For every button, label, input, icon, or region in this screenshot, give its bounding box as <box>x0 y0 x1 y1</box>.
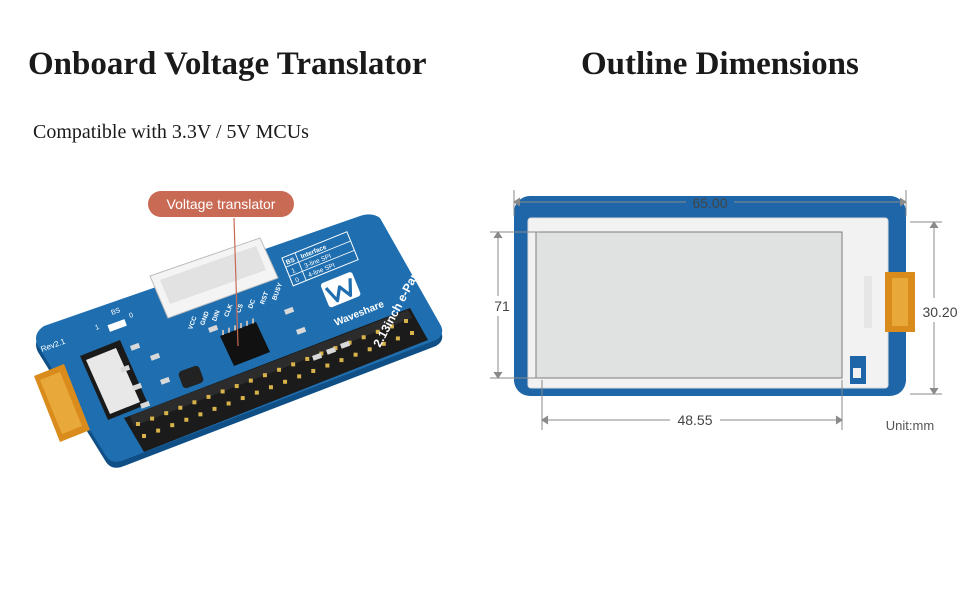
header-pin <box>367 347 372 352</box>
header-pin <box>395 336 400 341</box>
callout-bubble <box>148 191 294 217</box>
header-pin <box>240 396 245 401</box>
voltage-translator-callout: Voltage translator <box>167 196 276 212</box>
smd-component <box>312 352 323 361</box>
pin-label-vcc: VCC <box>187 315 198 331</box>
smd-component <box>120 364 131 373</box>
smd-component <box>340 340 351 349</box>
bs-mark-1: 1 <box>94 324 100 332</box>
onboard-voltage-translator-heading: Onboard Voltage Translator <box>28 46 427 82</box>
dim-total-height: 30.20 <box>922 304 957 320</box>
header-pin <box>291 362 296 367</box>
smd-component <box>208 324 219 333</box>
header-pin <box>150 416 155 421</box>
smd-component <box>140 400 151 409</box>
bs-switch: BS 1 0 <box>94 307 134 332</box>
header-pin <box>333 346 338 351</box>
header-pin <box>305 356 310 361</box>
table-header-bs: BS <box>285 256 297 266</box>
bs-mark-0: 0 <box>128 312 134 320</box>
outline-dimensions-drawing: 65.00 71 30.20 48.55 Unit:mm <box>490 190 958 433</box>
header-pin <box>234 384 239 389</box>
callout-leader-line <box>233 217 239 347</box>
table-row1-bs: 1 <box>291 267 297 275</box>
dim-active-width: 48.55 <box>677 412 712 428</box>
smd-component <box>284 306 295 315</box>
header-pin <box>339 358 344 363</box>
pin-label-dc: DC <box>247 298 257 310</box>
dim-active-height: 71 <box>494 298 510 314</box>
header-pin <box>164 411 169 416</box>
header-pin <box>381 341 386 346</box>
header-pin <box>212 406 217 411</box>
header-pin <box>192 400 197 405</box>
header-pin <box>142 434 146 438</box>
smd-component <box>132 382 143 391</box>
header-pin <box>361 335 366 340</box>
header-pin <box>325 363 330 368</box>
chip-leg <box>228 327 230 333</box>
header-pin <box>347 340 352 345</box>
dim-total-width: 65.00 <box>692 195 727 211</box>
pin-label-clk: CLK <box>223 303 234 318</box>
dim-unit-label: Unit:mm <box>886 418 934 433</box>
table-row2-bs: 0 <box>294 276 300 284</box>
header-pin <box>184 417 189 422</box>
header-pin <box>389 324 394 329</box>
smd-components <box>120 306 351 409</box>
white-8pin-connector <box>149 237 279 319</box>
chip-leg <box>246 320 248 326</box>
chip-leg <box>252 318 254 324</box>
header-pin <box>254 390 259 395</box>
fpc-connector <box>34 340 148 442</box>
header-pin <box>170 423 175 428</box>
pin-label-din: DIN <box>211 309 222 322</box>
header-pin <box>375 329 380 334</box>
smd-component <box>130 342 141 351</box>
header-pin <box>268 385 273 390</box>
compatibility-subtitle: Compatible with 3.3V / 5V MCUs <box>33 121 309 143</box>
pin-label-cs: CS <box>235 302 245 314</box>
smd-component <box>326 346 337 355</box>
bs-label: BS <box>110 307 121 317</box>
header-pin <box>220 389 225 394</box>
dims-annotations <box>490 190 942 430</box>
chip-leg <box>234 325 236 331</box>
header-pin <box>248 378 253 383</box>
gpio-header <box>124 308 428 452</box>
header-pin <box>283 379 288 384</box>
smd-component <box>150 352 161 361</box>
inductor <box>178 365 204 389</box>
smd-component <box>160 376 171 385</box>
chip-leg <box>240 323 242 329</box>
header-pin <box>136 422 140 426</box>
header-pin <box>353 352 358 357</box>
header-pin <box>404 319 408 323</box>
header-pin <box>277 367 282 372</box>
chip-leg <box>222 330 224 335</box>
header-pin <box>178 405 183 410</box>
header-pin <box>262 373 267 378</box>
header-pin <box>319 351 324 356</box>
header-pin <box>410 331 414 335</box>
header-pin <box>311 368 316 373</box>
chip-legs <box>222 318 254 335</box>
header-pin <box>297 374 302 379</box>
gpio-header-pins <box>136 319 414 438</box>
pin-label-gnd: GND <box>199 310 211 326</box>
header-pin <box>198 412 203 417</box>
pin-label-rst: RST <box>259 291 270 306</box>
dims-display-active-area <box>535 231 843 379</box>
outline-dimensions-heading: Outline Dimensions <box>581 46 859 82</box>
waveshare-logo-icon <box>320 272 361 308</box>
header-pin <box>226 401 231 406</box>
header-pin <box>206 394 211 399</box>
voltage-translator-chip <box>220 318 270 366</box>
header-pin <box>156 428 161 433</box>
smd-component <box>296 326 307 335</box>
